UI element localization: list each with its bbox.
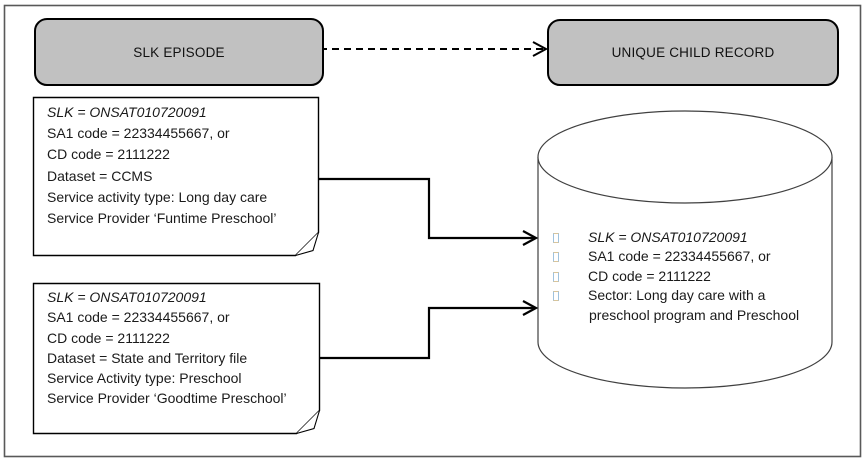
note-line: Dataset = CCMS bbox=[47, 167, 153, 184]
db-item-text: preschool program and Preschool bbox=[589, 306, 800, 323]
unique-child-record-details: SLK = ONSAT010720091 SA1 code = 22334455… bbox=[553, 228, 799, 325]
note-state-territory-text: SLK = ONSAT010720091 SA1 code = 22334455… bbox=[47, 287, 287, 409]
bullet-icon bbox=[553, 271, 559, 282]
note-fold-corner-icon bbox=[295, 232, 320, 257]
cylinder-body-fill bbox=[538, 157, 832, 388]
db-item-text: SA1 code = 22334455667, or bbox=[588, 248, 771, 265]
outer-frame bbox=[3, 4, 862, 458]
note-line: SLK = ONSAT010720091 bbox=[47, 289, 207, 305]
note-line: SA1 code = 22334455667, or bbox=[47, 309, 230, 326]
bullet-icon bbox=[553, 233, 559, 243]
slk-episode-label: SLK EPISODE bbox=[133, 44, 225, 60]
connector-note2-line bbox=[319, 306, 534, 360]
db-item-text: Sector: Long day care with a bbox=[588, 287, 766, 304]
database-cylinder bbox=[537, 157, 833, 389]
unique-child-record-label: UNIQUE CHILD RECORD bbox=[611, 45, 775, 60]
note-ccms-text: SLK = ONSAT010720091 SA1 code = 22334455… bbox=[47, 102, 277, 229]
db-item: SA1 code = 22334455667, or bbox=[553, 247, 799, 266]
cylinder-top-icon bbox=[537, 110, 833, 204]
note-line: CD code = 2111222 bbox=[47, 146, 170, 163]
unique-child-record-node: UNIQUE CHILD RECORD bbox=[547, 19, 839, 86]
note-fold-corner-icon bbox=[296, 410, 321, 435]
db-item-text: CD code = 2111222 bbox=[588, 267, 711, 284]
note-line: Dataset = State and Territory file bbox=[47, 349, 248, 366]
bullet-icon bbox=[553, 252, 559, 263]
note-line: Service Provider ‘Funtime Preschool’ bbox=[47, 209, 277, 226]
bullet-icon bbox=[553, 291, 559, 302]
connector-note1-line bbox=[318, 177, 534, 240]
note-line: SLK = ONSAT010720091 bbox=[47, 104, 207, 120]
db-item-text: SLK = ONSAT010720091 bbox=[588, 229, 748, 245]
db-item: SLK = ONSAT010720091 bbox=[553, 228, 799, 247]
note-line: Service Provider ‘Goodtime Preschool’ bbox=[47, 390, 287, 407]
connector-note2-arrowhead-icon bbox=[522, 300, 539, 316]
db-item: Sector: Long day care with a bbox=[553, 286, 799, 305]
db-item-continuation: preschool program and Preschool bbox=[553, 306, 799, 325]
note-line: Service activity type: Long day care bbox=[47, 188, 268, 205]
connector-note1-arrowhead-icon bbox=[522, 230, 539, 246]
note-line: Service Activity type: Preschool bbox=[47, 370, 242, 387]
dashed-arrow-head-icon bbox=[532, 41, 549, 57]
slk-episode-node: SLK EPISODE bbox=[34, 18, 324, 86]
db-item: CD code = 2111222 bbox=[553, 267, 799, 286]
note-line: CD code = 2111222 bbox=[47, 329, 170, 346]
note-line: SA1 code = 22334455667, or bbox=[47, 125, 230, 142]
